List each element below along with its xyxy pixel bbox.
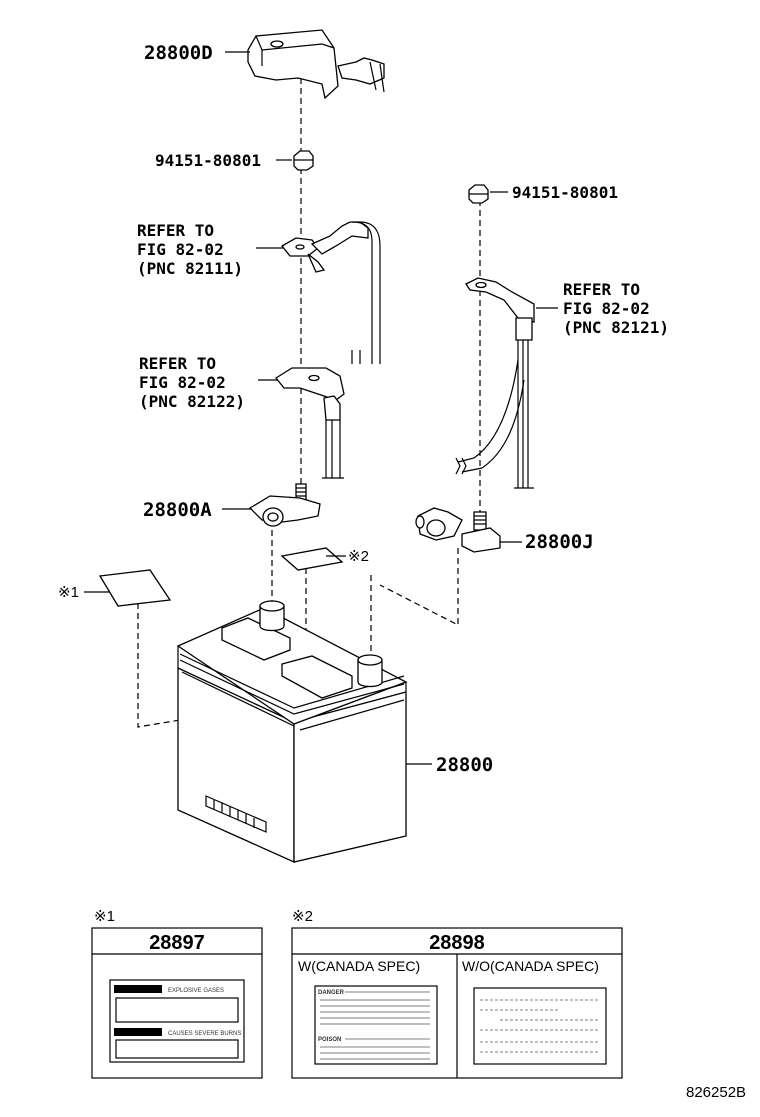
nut-right [468, 184, 489, 204]
legend1-warn-bar-2 [114, 1028, 162, 1036]
legend1-warn-bar-1 [114, 985, 162, 993]
cable-82122 [275, 367, 345, 479]
label-28800J: 28800J [525, 531, 594, 553]
ref3-line3: (PNC 82121) [563, 318, 669, 337]
positive-cable-82121 [455, 277, 535, 489]
label-28800D: 28800D [144, 42, 213, 64]
ref2-line2: FIG 82-02 [139, 373, 226, 392]
drawing-number: 826252B [686, 1084, 746, 1101]
ref1-line2: FIG 82-02 [137, 240, 224, 259]
legend2-part-no: 28898 [429, 932, 485, 954]
legend2-mark: ※2 [292, 908, 313, 925]
warning-label-1 [98, 569, 172, 607]
ref2-line3: (PNC 82122) [139, 392, 245, 411]
legend2-card-left-line2: POISON [318, 1037, 341, 1043]
ref1-line3: (PNC 82111) [137, 259, 243, 278]
ref1-line1: REFER TO [137, 221, 214, 240]
battery-28800 [176, 600, 408, 864]
legend1-part-no: 28897 [149, 932, 205, 954]
mark1-label: ※1 [58, 584, 79, 601]
label-28800: 28800 [436, 754, 493, 776]
ref3-line1: REFER TO [563, 280, 640, 299]
ref3-line2: FIG 82-02 [563, 299, 650, 318]
label-nut-right: 94151-80801 [512, 183, 618, 202]
mark2-label: ※2 [348, 548, 369, 565]
warning-label-2 [280, 547, 344, 571]
terminal-clamp-28800A [248, 483, 321, 527]
label-28800A: 28800A [143, 499, 212, 521]
legend2-col-right: W/O(CANADA SPEC) [462, 958, 599, 974]
legend2-card-left-line1: DANGER [318, 990, 345, 996]
legend1-card-line2: CAUSES SEVERE BURNS [168, 1031, 241, 1037]
legend1-mark: ※1 [94, 908, 115, 925]
nut-left [293, 150, 314, 171]
legend2-col-left: W(CANADA SPEC) [298, 958, 420, 974]
label-nut-left: 94151-80801 [155, 151, 261, 170]
legend-box-28898: 28898 W(CANADA SPEC) W/O(CANADA SPEC) DA… [291, 927, 623, 1079]
negative-cable-82111 [281, 221, 381, 364]
terminal-clamp-28800J [415, 507, 501, 553]
right-clamp-to-post-line [379, 548, 459, 626]
legend1-card-line1: EXPLOSIVE GASES [168, 988, 224, 994]
ref2-line1: REFER TO [139, 354, 216, 373]
terminal-cover-28800D [247, 29, 385, 100]
legend-box-28897: 28897 EXPLOSIVE GASES CAUSES SEVERE BURN… [91, 927, 263, 1079]
